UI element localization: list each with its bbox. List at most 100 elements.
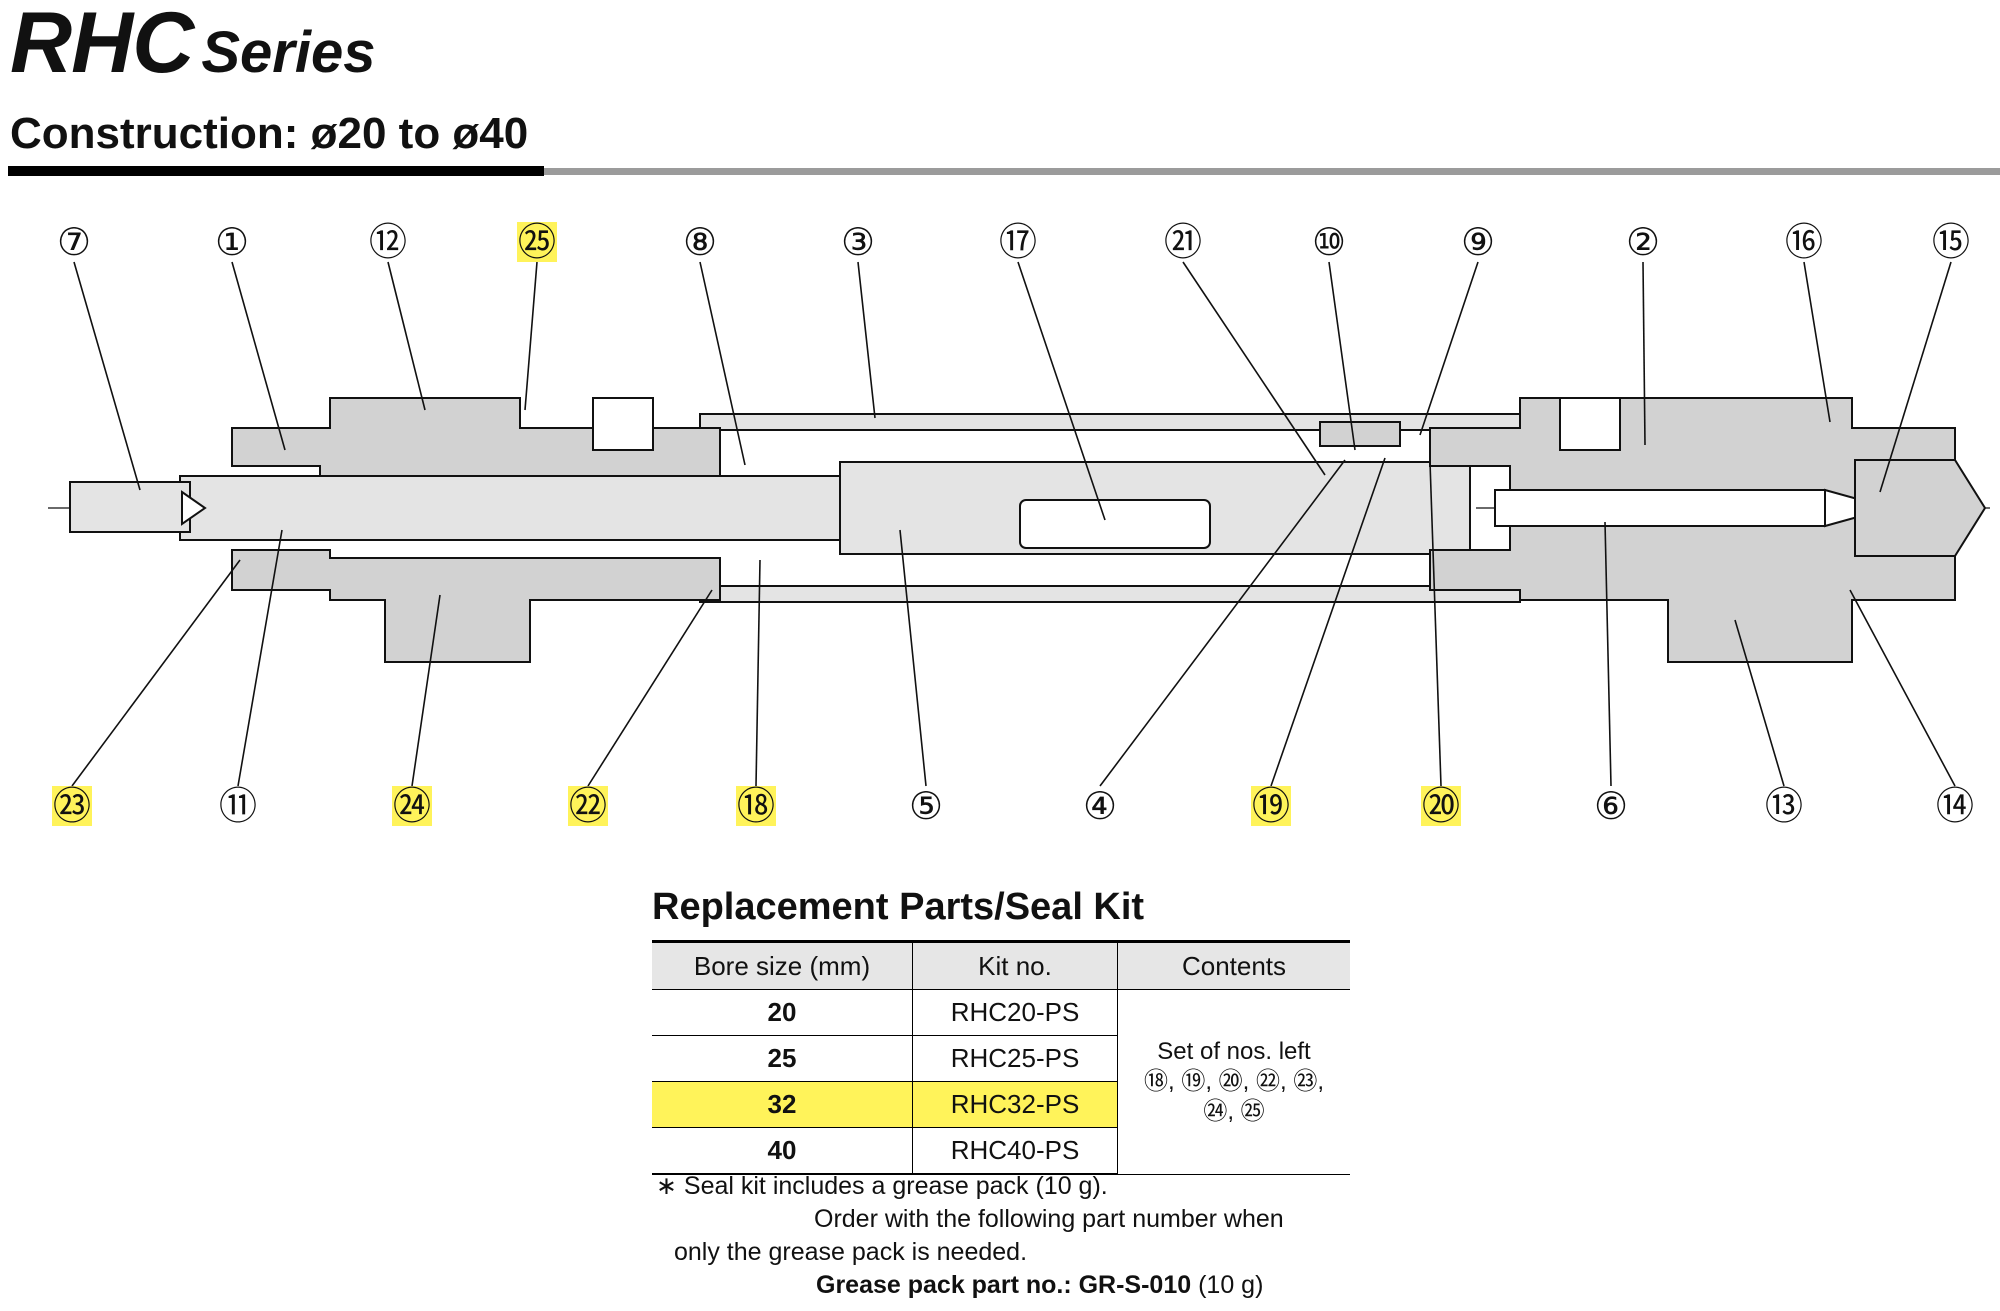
callout-number: ④ <box>1083 784 1117 828</box>
callout-top-8: ㉑ <box>1164 220 1202 264</box>
leader-bottom-1 <box>71 559 241 787</box>
leader-bottom-12 <box>1849 589 1956 787</box>
leader-bottom-7 <box>1099 459 1346 787</box>
callout-highlight <box>517 222 557 262</box>
leader-bottom-4 <box>587 589 713 787</box>
kit-cell: RHC25-PS <box>912 1035 1118 1082</box>
leader-top-2 <box>231 261 286 451</box>
table-row: 20 RHC20-PS Set of nos. left ⑱, ⑲, ⑳, ㉒,… <box>652 989 1350 1175</box>
grease-part-number: Grease pack part no.: GR-S-010 <box>816 1271 1192 1299</box>
callout-highlight <box>392 786 432 826</box>
callout-number: ⑦ <box>57 220 91 264</box>
table-row: 25 RHC25-PS <box>652 1035 1350 1082</box>
leader-bottom-10 <box>1604 521 1612 787</box>
header-rule-thin <box>544 168 2000 175</box>
callout-bottom-3: ㉔ <box>392 784 432 828</box>
callout-number: ⑱ <box>737 784 775 828</box>
leader-bottom-9 <box>1429 461 1442 787</box>
leader-top-12 <box>1803 261 1831 423</box>
callout-bottom-10: ⑥ <box>1594 784 1628 828</box>
callout-number: ⑭ <box>1936 784 1974 828</box>
callout-top-11: ② <box>1626 220 1660 264</box>
series-suffix: Series <box>201 20 376 85</box>
grease-quantity: (10 g) <box>1191 1271 1264 1299</box>
callout-number: ⑯ <box>1785 220 1823 264</box>
callout-highlight <box>52 786 92 826</box>
kit-cell: RHC40-PS <box>912 1127 1118 1175</box>
callout-top-7: ⑰ <box>999 220 1037 264</box>
callout-number: ⑧ <box>683 220 717 264</box>
callout-bottom-2: ⑪ <box>219 784 257 828</box>
seal-kit-table: Bore size (mm) Kit no. Contents 20 RHC20… <box>652 940 1350 1175</box>
piston-seal-area <box>1319 421 1401 447</box>
callout-top-10: ⑨ <box>1461 220 1495 264</box>
bore-cell: 25 <box>652 1035 913 1082</box>
callout-top-4: ㉕ <box>517 220 557 264</box>
callout-bottom-6: ⑤ <box>909 784 943 828</box>
leader-bottom-8 <box>1270 457 1386 787</box>
note-line-1: ∗ Seal kit includes a grease pack (10 g)… <box>656 1172 1108 1200</box>
col-contents: Contents <box>1117 940 1350 990</box>
callout-bottom-4: ㉒ <box>568 784 608 828</box>
leader-top-6 <box>857 261 876 419</box>
cushion-ring <box>1019 499 1211 549</box>
callout-highlight <box>1421 786 1461 826</box>
callout-highlight <box>736 786 776 826</box>
callout-number: ① <box>215 220 249 264</box>
callout-top-6: ③ <box>841 220 875 264</box>
callout-number: ⑩ <box>1312 220 1346 264</box>
rod-end <box>69 481 191 533</box>
leader-top-4 <box>524 261 538 411</box>
table-row: 40 RHC40-PS <box>652 1127 1350 1175</box>
leader-bottom-2 <box>237 529 283 787</box>
cylinder-body <box>48 397 1990 663</box>
leader-top-1 <box>73 261 141 491</box>
contents-line-3: ㉔, ㉕ <box>1203 1097 1265 1125</box>
col-bore-size: Bore size (mm) <box>652 940 913 990</box>
construction-subtitle: Construction: ø20 to ø40 <box>10 109 529 158</box>
header-rule-thick <box>8 166 544 176</box>
head-cover <box>1429 397 1956 663</box>
seal-kit-notes: ∗ Seal kit includes a grease pack (10 g)… <box>652 1170 1284 1302</box>
callout-number: ⑬ <box>1765 784 1803 828</box>
leader-top-7 <box>1017 261 1106 521</box>
head-end-cone <box>1854 459 1987 557</box>
callout-highlight <box>568 786 608 826</box>
leader-bottom-6 <box>899 529 927 787</box>
callout-bottom-1: ㉓ <box>52 784 92 828</box>
table-row-highlighted: 32 RHC32-PS <box>652 1081 1350 1128</box>
callout-number: ㉓ <box>53 784 91 828</box>
rod-cover-lower <box>231 549 721 663</box>
table-header-row: Bore size (mm) Kit no. Contents <box>652 940 1350 990</box>
callout-bottom-5: ⑱ <box>736 784 776 828</box>
callout-number: ㉑ <box>1164 220 1202 264</box>
col-kit-no: Kit no. <box>912 940 1118 990</box>
callout-bottom-8: ⑲ <box>1251 784 1291 828</box>
note-line-4: Grease pack part no.: GR-S-010 (10 g) <box>816 1269 1284 1302</box>
callout-top-3: ⑫ <box>369 220 407 264</box>
bore-cell: 20 <box>652 989 913 1036</box>
callout-highlight <box>1251 786 1291 826</box>
note-line-2: Order with the following part number whe… <box>814 1205 1284 1233</box>
series-name: RHC <box>10 0 194 91</box>
callout-number: ⑰ <box>999 220 1037 264</box>
cylinder-tube-lower <box>699 585 1521 603</box>
seal-kit-title: Replacement Parts/Seal Kit <box>652 886 1145 928</box>
callout-top-12: ⑯ <box>1785 220 1823 264</box>
callout-number: ㉒ <box>569 784 607 828</box>
callout-number: ⑪ <box>219 784 257 828</box>
leader-top-8 <box>1182 261 1326 476</box>
callout-top-1: ⑦ <box>57 220 91 264</box>
callout-number: ⑫ <box>369 220 407 264</box>
note-line-3: only the grease pack is needed. <box>674 1238 1028 1266</box>
port-right <box>1559 397 1621 451</box>
port-left <box>592 397 654 451</box>
contents-line-2: ⑱, ⑲, ⑳, ㉒, ㉓, <box>1143 1067 1324 1095</box>
leader-top-3 <box>387 261 426 411</box>
rod-flat <box>181 490 207 526</box>
callout-number: ⑤ <box>909 784 943 828</box>
